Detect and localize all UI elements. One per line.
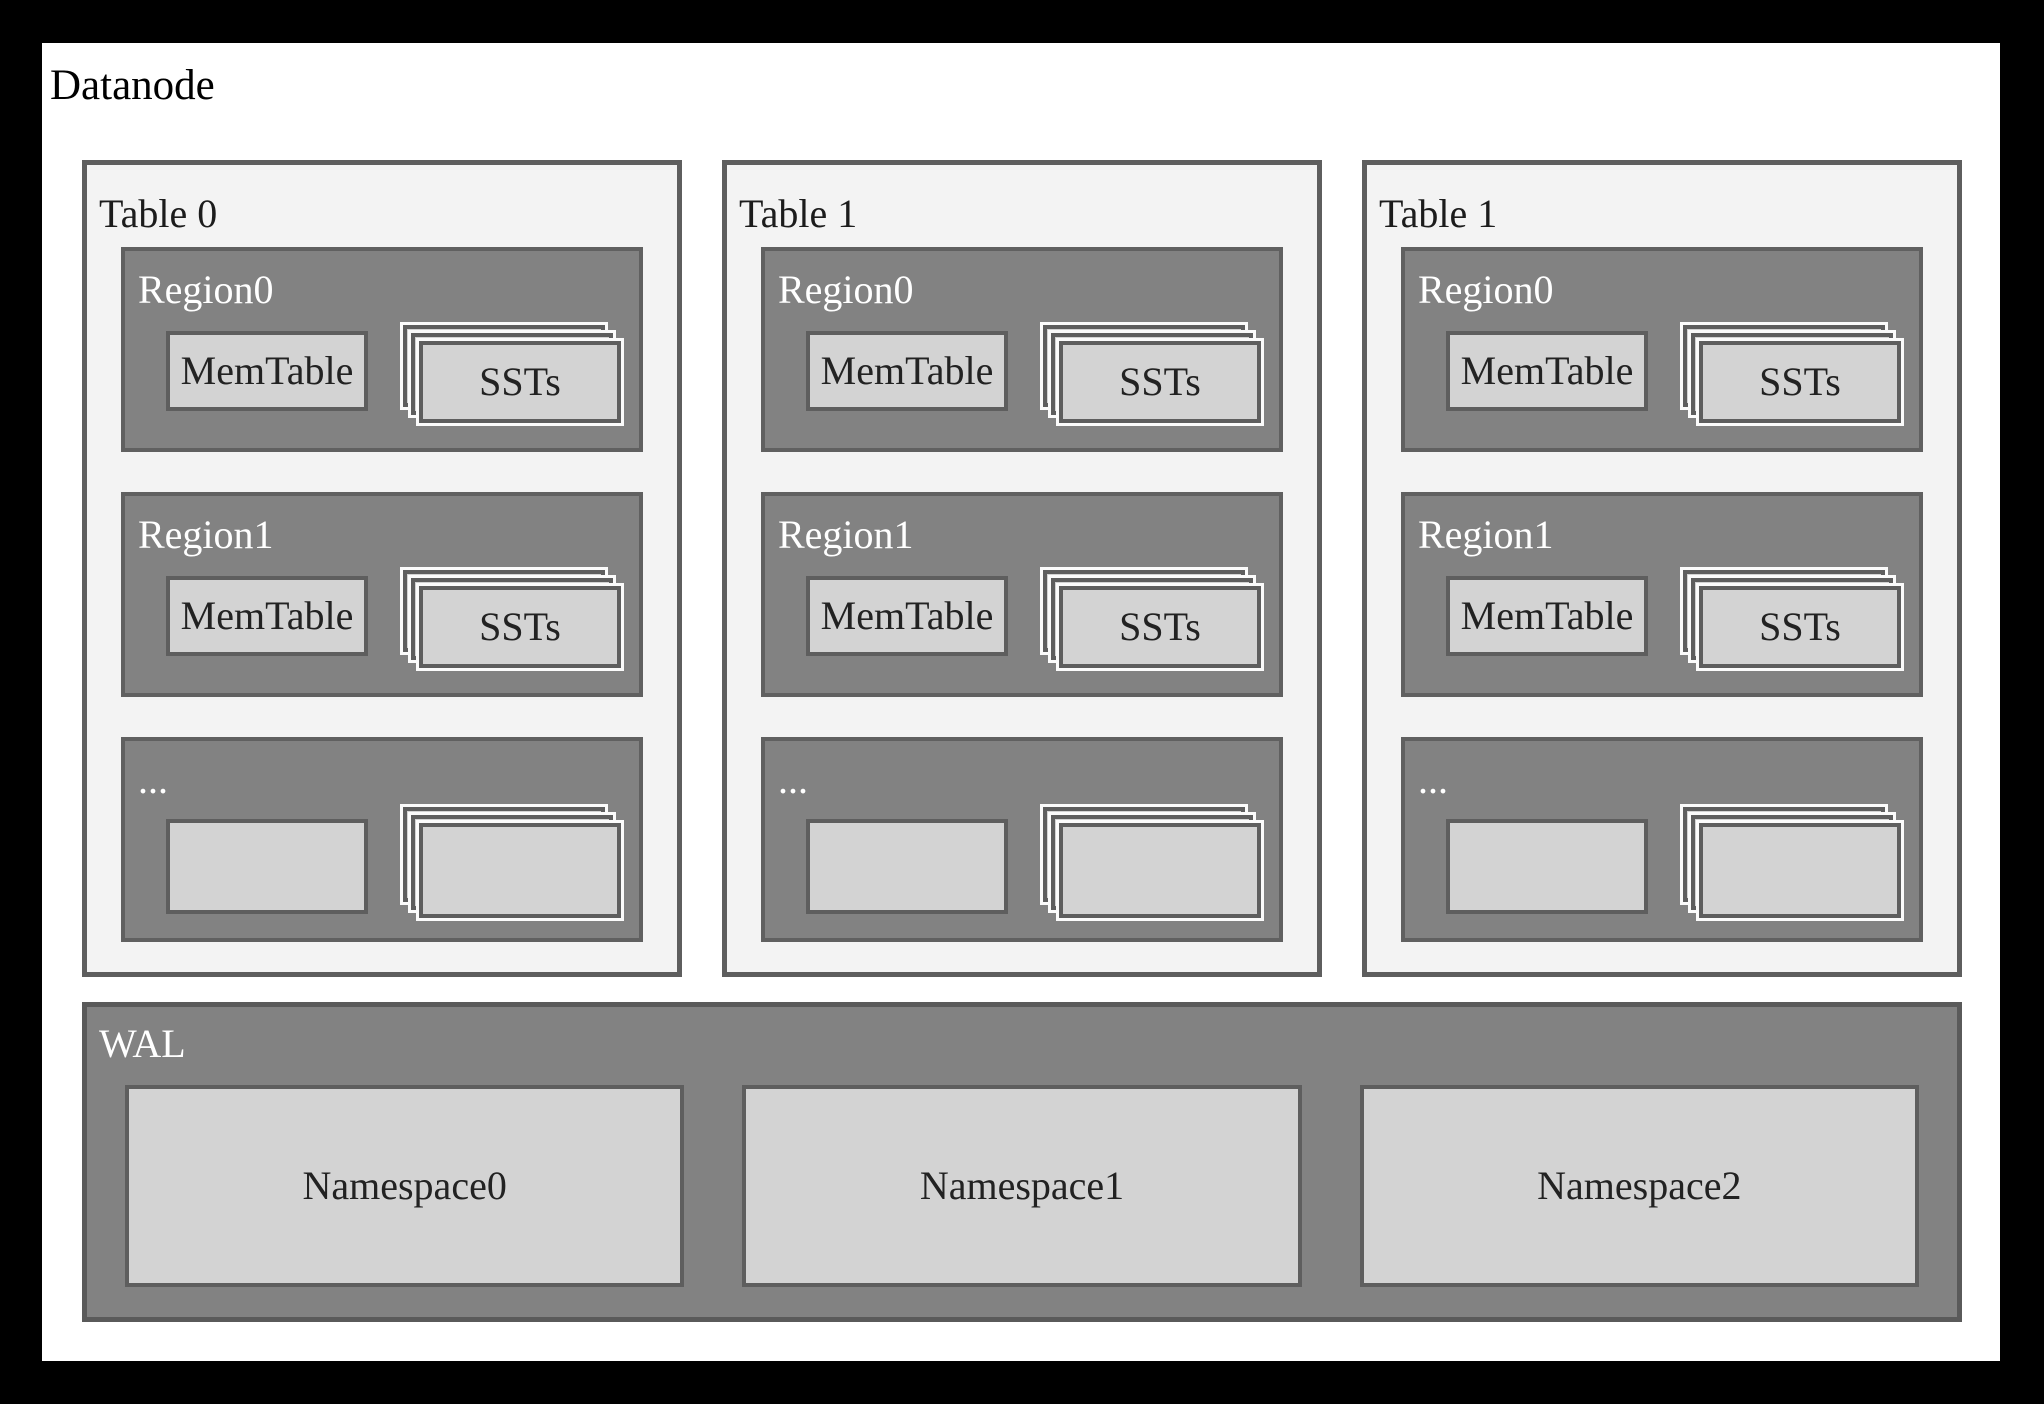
sst-card-front [1056,820,1264,921]
memtable-box: MemTable [166,331,368,411]
sst-card-front: SSTs [1696,583,1904,671]
table-label: Table 1 [739,191,858,236]
namespace-row: Namespace0 Namespace1 Namespace2 [125,1085,1919,1287]
memtable-box: MemTable [1446,576,1648,656]
ssts-stack-empty [1680,804,1904,921]
region-label: ... [1418,757,1448,802]
ssts-label: SSTs [1119,359,1201,404]
namespace-box-0: Namespace0 [125,1085,685,1287]
tables-row: Table 0 Region0 MemTable SSTs Region1 Me [82,160,1962,977]
memtable-label: MemTable [180,593,354,638]
memtable-box: MemTable [1446,331,1648,411]
memtable-label: MemTable [820,348,994,393]
table-box-0: Table 0 Region0 MemTable SSTs Region1 Me [82,160,682,977]
region-label: Region0 [1418,267,1554,312]
sst-card-front: SSTs [416,583,624,671]
memtable-box-empty [166,819,368,914]
table-label: Table 1 [1379,191,1498,236]
region-label: ... [778,757,808,802]
ssts-stack-empty [1040,804,1264,921]
region-box: Region1 MemTable SSTs [121,492,643,697]
ssts-label: SSTs [1759,604,1841,649]
region-box-more: ... [761,737,1283,942]
memtable-label: MemTable [820,593,994,638]
memtable-box-empty [806,819,1008,914]
region-label: Region0 [778,267,914,312]
sst-card-front: SSTs [416,338,624,426]
memtable-label: MemTable [180,348,354,393]
ssts-stack: SSTs [1040,567,1264,672]
memtable-box: MemTable [166,576,368,656]
memtable-label: MemTable [1460,348,1634,393]
ssts-label: SSTs [1119,604,1201,649]
ssts-label: SSTs [479,604,561,649]
region-label: Region1 [1418,512,1554,557]
ssts-stack: SSTs [1680,322,1904,427]
sst-card-front: SSTs [1056,338,1264,426]
ssts-stack: SSTs [400,322,624,427]
page-title: Datanode [50,62,215,109]
region-box-more: ... [1401,737,1923,942]
namespace-label: Namespace0 [302,1163,507,1208]
table-label: Table 0 [99,191,218,236]
namespace-label: Namespace2 [1537,1163,1742,1208]
wal-label: WAL [99,1021,186,1066]
ssts-stack: SSTs [400,567,624,672]
namespace-box-2: Namespace2 [1359,1085,1919,1287]
region-label: Region1 [138,512,274,557]
region-box-more: ... [121,737,643,942]
ssts-label: SSTs [479,359,561,404]
sst-card-front [416,820,624,921]
region-box: Region0 MemTable SSTs [121,247,643,452]
region-box: Region0 MemTable SSTs [1401,247,1923,452]
datanode-panel: Datanode Table 0 Region0 MemTable SSTs [42,43,2000,1361]
memtable-box: MemTable [806,331,1008,411]
region-box: Region1 MemTable SSTs [1401,492,1923,697]
namespace-label: Namespace1 [919,1163,1125,1208]
ssts-stack: SSTs [1040,322,1264,427]
region-label: Region0 [138,267,274,312]
namespace-box-1: Namespace1 [742,1085,1302,1287]
region-label: ... [138,757,168,802]
wal-box: WAL Namespace0 Namespace1 Namespace2 [82,1002,1962,1322]
sst-card-front [1696,820,1904,921]
table-box-1: Table 1 Region0 MemTable SSTs Region1 Me [722,160,1322,977]
region-box: Region1 MemTable SSTs [761,492,1283,697]
ssts-stack: SSTs [1680,567,1904,672]
memtable-label: MemTable [1460,593,1634,638]
region-box: Region0 MemTable SSTs [761,247,1283,452]
ssts-stack-empty [400,804,624,921]
region-label: Region1 [778,512,914,557]
sst-card-front: SSTs [1056,583,1264,671]
table-box-2: Table 1 Region0 MemTable SSTs Region1 Me [1362,160,1962,977]
memtable-box: MemTable [806,576,1008,656]
sst-card-front: SSTs [1696,338,1904,426]
memtable-box-empty [1446,819,1648,914]
ssts-label: SSTs [1759,359,1841,404]
